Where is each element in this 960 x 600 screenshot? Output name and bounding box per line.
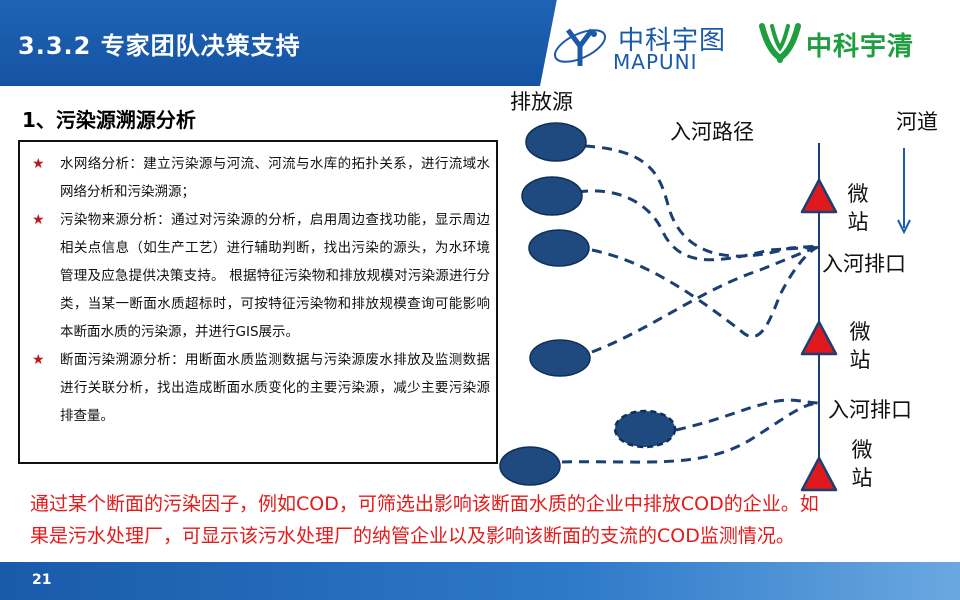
bullet-text-pollutant-source: 污染物来源分析：通过对污染源的分析，启用周边查找功能，显示周边相关点信息（如生产…	[60, 212, 490, 340]
logo-yuqing-cn: 中科宇清	[806, 32, 915, 62]
label-micro-station: 微站	[851, 438, 873, 490]
page-number: 21	[32, 572, 52, 588]
bullet-item: ★ 污染物来源分析：通过对污染源的分析，启用周边查找功能，显示周边相关点信息（如…	[26, 206, 490, 346]
yuqing-logo-icon	[759, 23, 801, 63]
star-bullet-icon: ★	[32, 212, 45, 228]
river-flow-arrow-icon	[897, 148, 911, 235]
label-outfall: 入河排口	[828, 398, 912, 422]
logo-mapuni-en: MAPUNI	[613, 50, 698, 74]
note-line: 果是污水处理厂，可显示该污水处理厂的纳管企业以及影响该断面的支流的COD监测情况…	[30, 525, 795, 547]
star-bullet-icon: ★	[32, 352, 45, 368]
note-line: 通过某个断面的污染因子，例如COD，可筛选出影响该断面水质的企业中排放COD的企…	[30, 493, 819, 515]
pollution-path	[591, 245, 819, 338]
pollution-path	[591, 245, 819, 354]
logo-mapuni-cn: 中科宇图	[618, 26, 727, 56]
pollution-source-node-highlighted	[613, 409, 677, 449]
label-pollution-source: 排放源	[510, 90, 573, 114]
star-bullet-icon: ★	[32, 156, 45, 172]
page-title: 3.3.2 专家团队决策支持	[18, 32, 301, 60]
pollution-source-node	[528, 229, 590, 267]
footer-bar: 21	[0, 562, 960, 600]
bullet-text-section-tracing: 断面污染溯源分析：用断面水质监测数据与污染源废水排放及监测数据进行关联分析，找出…	[60, 352, 490, 424]
label-micro-station: 微站	[849, 320, 871, 372]
analysis-text-box: ★ 水网络分析：建立污染源与河流、河流与水库的拓扑关系，进行流域水网络分析和污染…	[18, 140, 498, 464]
label-river: 河道	[896, 110, 938, 134]
pollution-path	[577, 189, 819, 262]
monitoring-station-triangle-icon	[800, 320, 838, 356]
mapuni-logo-icon	[554, 28, 606, 66]
bullet-text-water-network: 水网络分析：建立污染源与河流、河流与水库的拓扑关系，进行流域水网络分析和污染溯源…	[60, 156, 490, 200]
pollution-path	[584, 144, 819, 258]
cod-screening-note: 通过某个断面的污染因子，例如COD，可筛选出影响该断面水质的企业中排放COD的企…	[30, 488, 930, 552]
logo-panel	[540, 0, 960, 86]
section-title: 1、污染源溯源分析	[22, 108, 196, 132]
label-river-inflow-path: 入河路径	[670, 120, 754, 144]
pollution-source-node	[525, 122, 587, 162]
bullet-item: ★ 断面污染溯源分析：用断面水质监测数据与污染源废水排放及监测数据进行关联分析，…	[26, 346, 490, 430]
pollution-source-node	[499, 446, 561, 486]
pollution-source-node	[521, 176, 583, 216]
pollution-source-node	[529, 339, 591, 377]
pollution-path	[675, 398, 819, 432]
pollution-path	[561, 401, 819, 464]
label-micro-station: 微站	[847, 182, 869, 234]
monitoring-station-triangle-icon	[800, 178, 838, 214]
monitoring-station-triangle-icon	[800, 456, 838, 492]
bullet-item: ★ 水网络分析：建立污染源与河流、河流与水库的拓扑关系，进行流域水网络分析和污染…	[26, 150, 490, 206]
label-outfall: 入河排口	[822, 252, 906, 276]
